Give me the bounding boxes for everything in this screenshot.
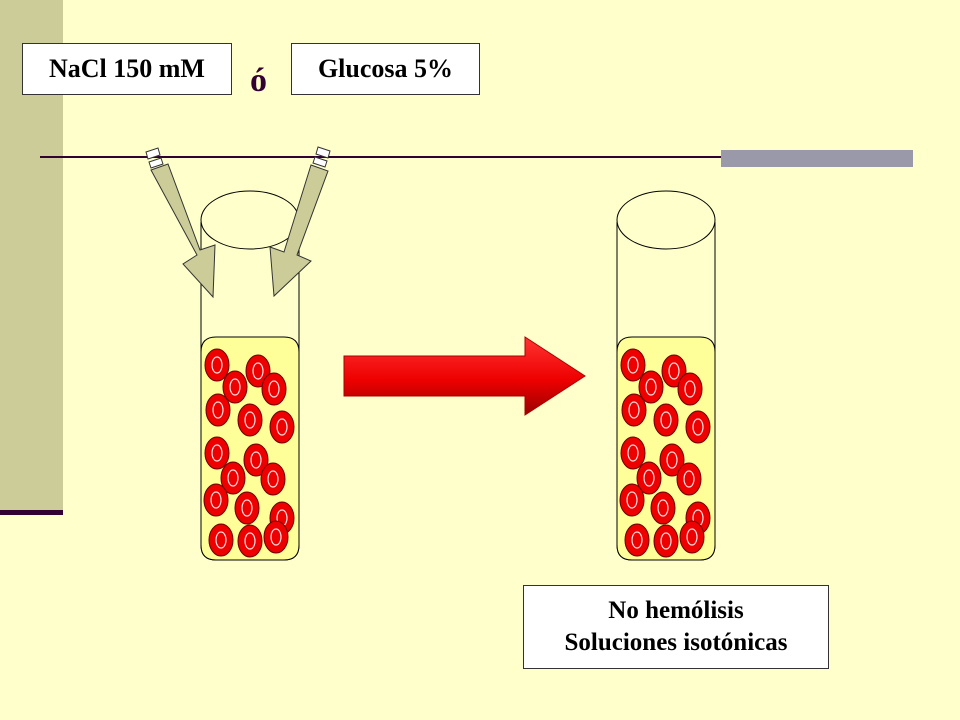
red-blood-cell-icon — [659, 443, 685, 477]
red-blood-cell-icon — [237, 524, 263, 558]
solution-label-nacl: NaCl 150 mM — [22, 43, 232, 95]
tube-opening — [200, 190, 300, 250]
red-blood-cell-icon — [208, 523, 234, 557]
red-blood-cell-icon — [638, 370, 664, 404]
test-tube-left — [200, 190, 300, 561]
red-blood-cell-icon — [243, 443, 269, 477]
red-blood-cell-icon — [619, 483, 645, 517]
red-blood-cell-icon — [260, 462, 286, 496]
red-blood-cell-icon — [653, 524, 679, 558]
result-line-2: Soluciones isotónicas — [564, 629, 788, 656]
red-blood-cell-icon — [620, 348, 646, 382]
red-blood-cell-icon — [685, 410, 711, 444]
red-blood-cell-icon — [677, 372, 703, 406]
red-blood-cell-icon — [245, 354, 271, 388]
dropper-arrow-icon — [269, 146, 331, 298]
red-blood-cell-icon — [203, 483, 229, 517]
red-blood-cell-icon — [636, 461, 662, 495]
red-blood-cell-icon — [676, 462, 702, 496]
red-blood-cell-icon — [237, 403, 263, 437]
tube-opening — [616, 190, 716, 250]
cell-group-left — [203, 348, 295, 558]
dropper-arrow-icon — [145, 147, 216, 299]
right-arrow-icon — [343, 336, 586, 416]
red-blood-cell-icon — [204, 436, 230, 470]
red-blood-cell-icon — [220, 461, 246, 495]
red-blood-cell-icon — [234, 491, 260, 525]
connector-text: ó — [250, 62, 267, 99]
result-label: No hemólisis Soluciones isotónicas — [523, 585, 829, 669]
red-blood-cell-icon — [621, 393, 647, 427]
red-blood-cell-icon — [661, 354, 687, 388]
divider-line — [40, 156, 912, 158]
result-line-1: No hemólisis — [608, 597, 744, 624]
solution-label-glucosa: Glucosa 5% — [291, 43, 480, 95]
cell-group-right — [619, 348, 711, 558]
red-blood-cell-icon — [650, 491, 676, 525]
red-blood-cell-icon — [222, 370, 248, 404]
red-blood-cell-icon — [263, 520, 289, 554]
divider-accent — [721, 150, 913, 167]
red-blood-cell-icon — [679, 520, 705, 554]
red-blood-cell-icon — [653, 403, 679, 437]
red-blood-cell-icon — [620, 436, 646, 470]
side-band-mark — [0, 510, 63, 515]
red-blood-cell-icon — [269, 410, 295, 444]
red-blood-cell-icon — [624, 523, 650, 557]
red-blood-cell-icon — [204, 348, 230, 382]
red-blood-cell-icon — [205, 393, 231, 427]
red-blood-cell-icon — [261, 372, 287, 406]
test-tube-right — [616, 190, 716, 561]
